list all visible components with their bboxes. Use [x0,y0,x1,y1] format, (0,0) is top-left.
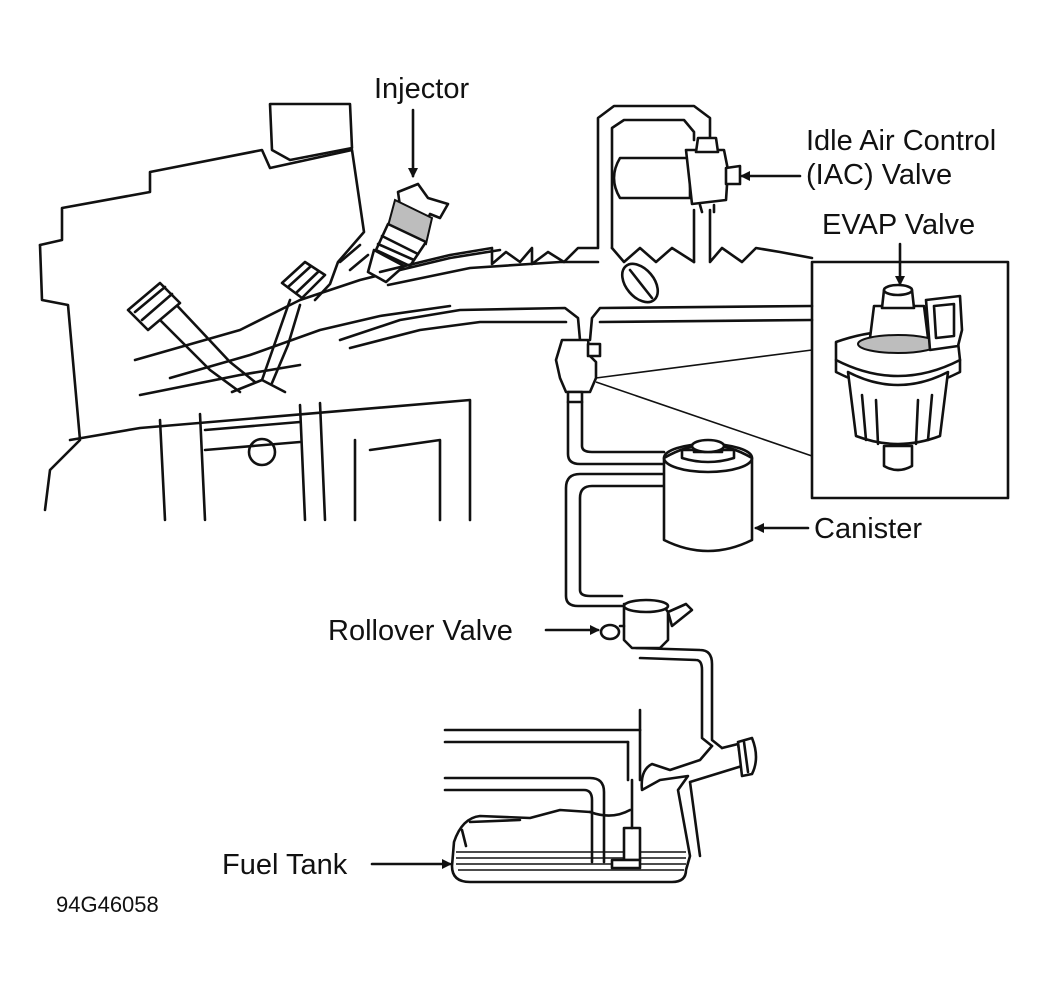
evap-valve-detail [810,260,1010,500]
intake-plenum [338,104,814,350]
iac-valve-label-line1: Idle Air Control [806,125,996,157]
rollover-valve-part [599,598,694,650]
injector-part [366,182,450,284]
engine-block [38,102,502,522]
vapor-hoses [564,400,724,750]
fuel-tank-part [443,708,758,884]
rollover-valve-label: Rollover Valve [328,615,513,647]
callout-arrows [370,108,905,869]
canister-part [662,438,754,553]
evap-valve-label: EVAP Valve [822,209,975,241]
figure-code: 94G46058 [56,892,159,917]
injector-label: Injector [374,73,469,105]
iac-valve-label-line2: (IAC) Valve [806,159,952,191]
iac-valve-part [612,136,742,214]
fuel-tank-label: Fuel Tank [222,849,348,881]
evap-valve-inline [554,338,813,457]
canister-label: Canister [814,513,922,545]
